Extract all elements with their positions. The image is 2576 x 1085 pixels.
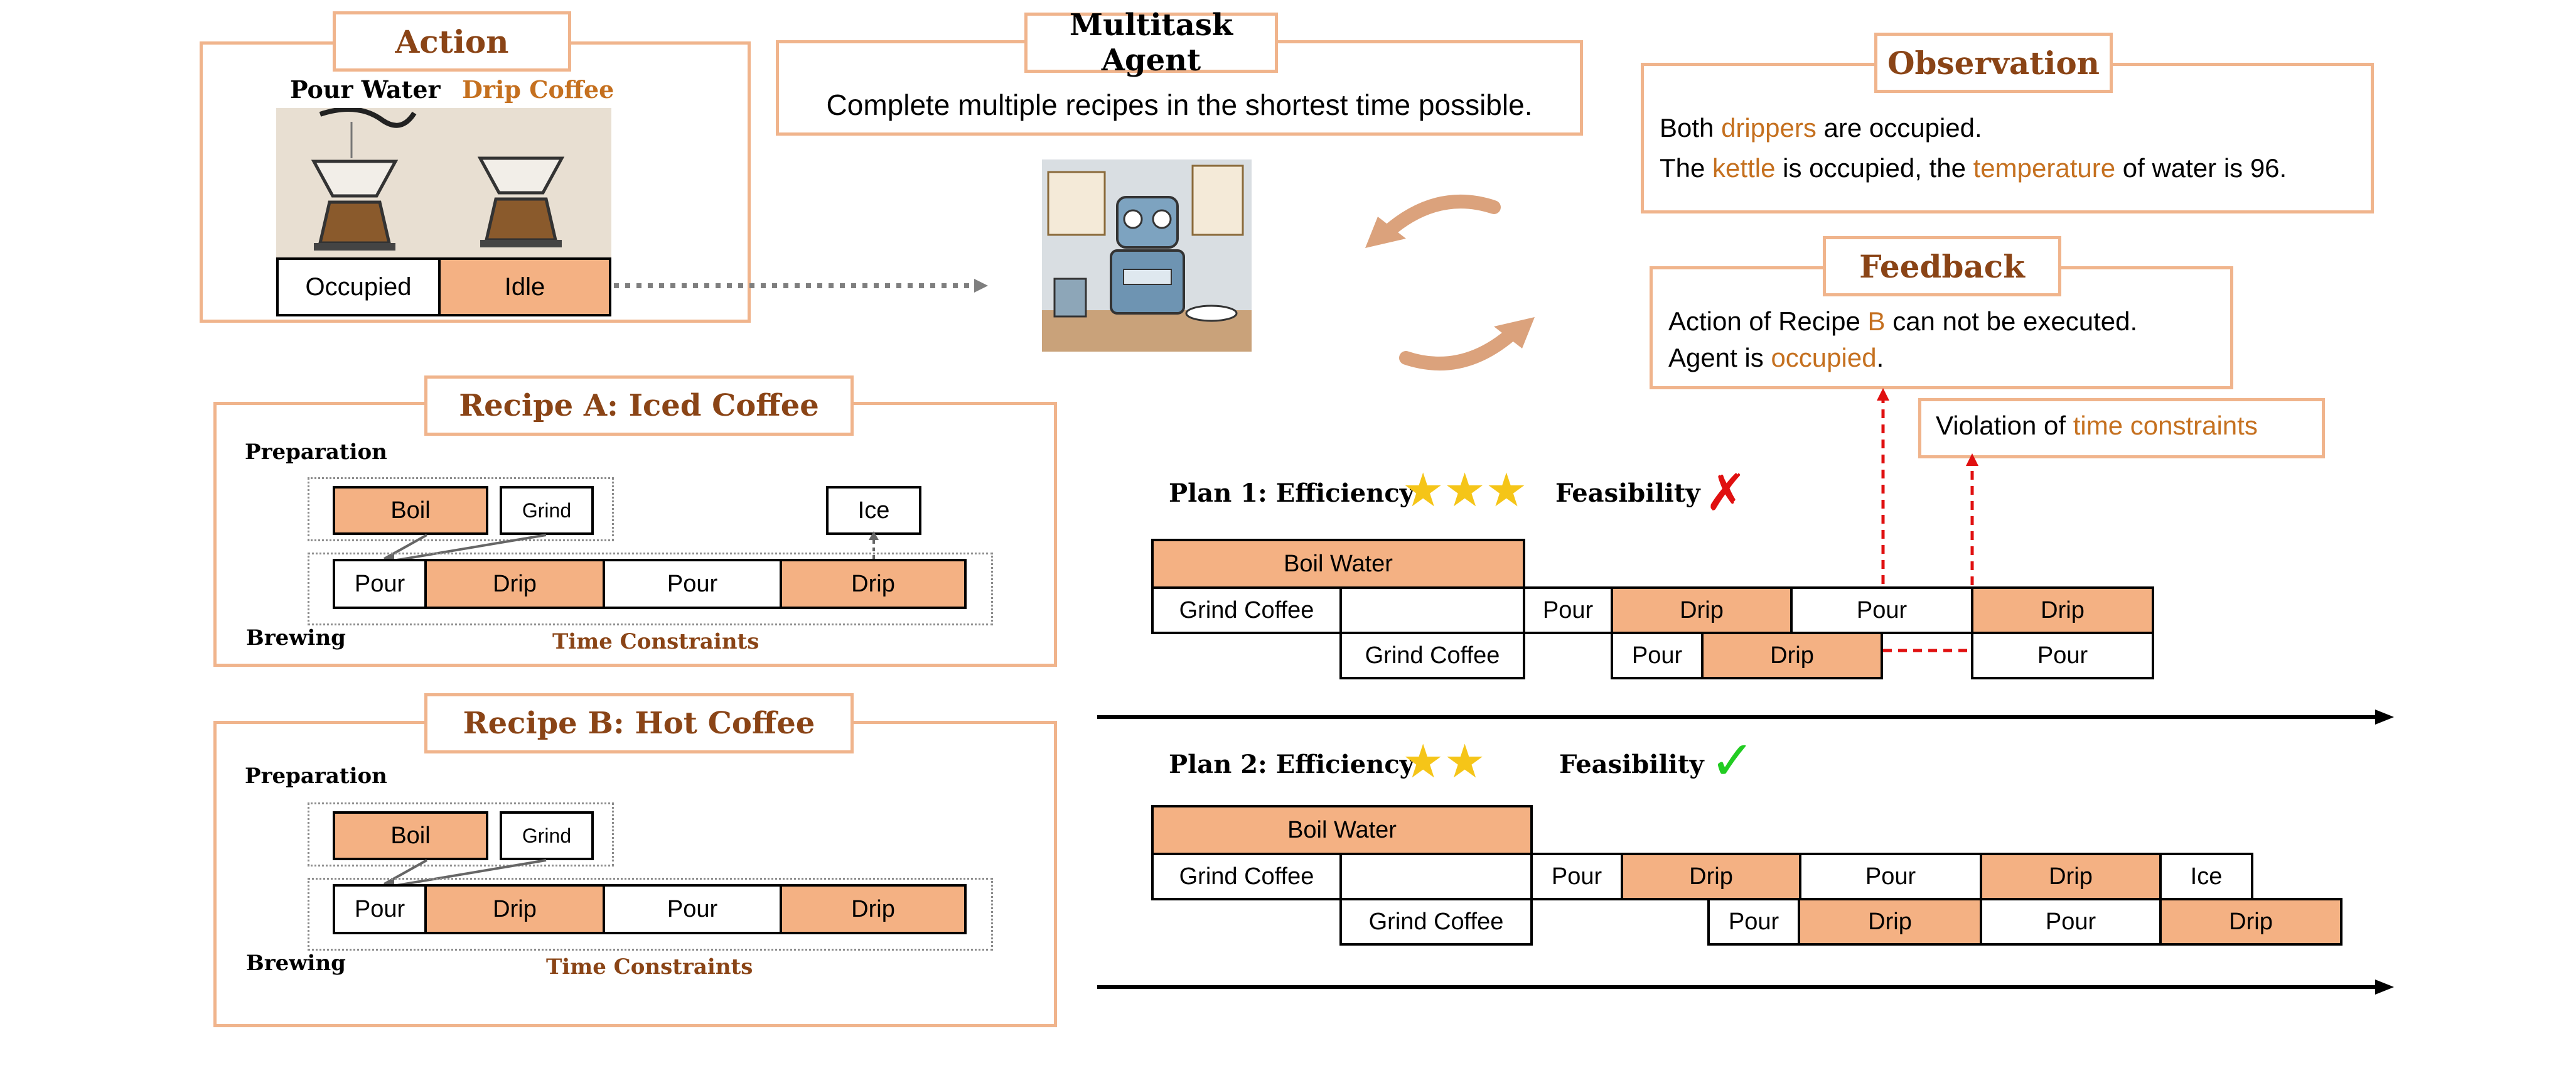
plan1-boil-water: Boil Water <box>1151 539 1525 589</box>
recipe-a-brew-4: Drip <box>780 559 967 609</box>
plan2-feasibility-label: Feasibility <box>1559 750 1704 779</box>
action-title: Action <box>333 11 571 72</box>
recipe-b-preparation-label: Preparation <box>245 764 387 789</box>
plan2-pour-1: Pour <box>1530 853 1623 900</box>
cycle-arrows-icon <box>1365 195 1535 370</box>
plan2-drip-4: Drip <box>2159 898 2343 946</box>
star-icon: ★ <box>1402 735 1444 789</box>
plan2-stars: ★★ <box>1402 738 1486 785</box>
recipe-a-boil: Boil <box>333 486 488 535</box>
plan1-grind-coffee-2: Grind Coffee <box>1339 632 1525 679</box>
plan2-boil-water: Boil Water <box>1151 805 1533 855</box>
action-to-agent-arrow <box>614 279 988 293</box>
plan2-ice: Ice <box>2159 853 2253 900</box>
plan1-drip-1: Drip <box>1611 586 1793 634</box>
plan2-efficiency-label: Plan 2: Efficiency <box>1169 750 1414 779</box>
plan1-pour-3: Pour <box>1611 632 1704 679</box>
plan1-efficiency-label: Plan 1: Efficiency <box>1169 478 1414 508</box>
recipe-a-brew-2: Drip <box>424 559 605 609</box>
feedback-line-2: Agent is occupied. <box>1668 343 1884 372</box>
time-constraints-highlight: time constraints <box>2073 411 2258 440</box>
recipe-b-highlight: B <box>1867 306 1886 336</box>
plan2-drip-2: Drip <box>1980 853 2162 900</box>
occupied-highlight: occupied <box>1771 343 1877 372</box>
star-icon: ★ <box>1444 735 1486 789</box>
robot-illustration <box>1042 159 1252 352</box>
observation-title: Observation <box>1874 33 2113 93</box>
occupied-status: Occupied <box>276 257 441 316</box>
plan1-idle-slot <box>1339 586 1525 634</box>
recipe-a-brew-group <box>308 553 993 625</box>
star-icon: ★ <box>1485 463 1528 517</box>
drip-coffee-label: Drip Coffee <box>462 75 614 104</box>
plan2-idle-slot <box>1339 853 1533 900</box>
recipe-a-time-constraints: Time Constraints <box>552 629 759 654</box>
agent-goal-text: Complete multiple recipes in the shortes… <box>826 89 1533 121</box>
recipe-b-brew-1: Pour <box>333 884 427 934</box>
plan1-fail-icon: ✗ <box>1705 463 1747 522</box>
coffee-illustration <box>276 107 611 259</box>
plan2-drip-1: Drip <box>1621 853 1801 900</box>
star-icon: ★ <box>1402 463 1444 517</box>
recipe-a-title: Recipe A: Iced Coffee <box>424 375 854 436</box>
plan2-pass-icon: ✓ <box>1710 730 1756 792</box>
recipe-b-brew-group <box>308 878 993 951</box>
robot-icon <box>1042 159 1252 352</box>
plan1-drip-2: Drip <box>1971 586 2154 634</box>
recipe-b-panel <box>213 721 1057 1027</box>
recipe-a-preparation-label: Preparation <box>245 440 387 465</box>
plan2-pour-4: Pour <box>1980 898 2162 946</box>
recipe-a-brew-1: Pour <box>333 559 427 609</box>
observation-line-1: Both drippers are occupied. <box>1660 113 1982 143</box>
pour-water-label: Pour Water <box>290 75 441 104</box>
temperature-highlight: temperature <box>1973 153 2116 183</box>
violation-text: Violation of time constraints <box>1936 411 2258 440</box>
recipe-b-boil: Boil <box>333 811 488 860</box>
recipe-b-brew-3: Pour <box>603 884 782 934</box>
recipe-b-prep-group <box>308 802 614 866</box>
plan1-pour-1: Pour <box>1523 586 1613 634</box>
violation-panel <box>1918 398 2325 458</box>
plan2-timeline-arrow <box>1097 980 2394 995</box>
idle-status: Idle <box>438 257 611 316</box>
recipe-b-title: Recipe B: Hot Coffee <box>424 693 854 753</box>
plan1-grind-coffee-1: Grind Coffee <box>1151 586 1342 634</box>
plan2-grind-coffee-2: Grind Coffee <box>1339 898 1533 946</box>
recipe-b-time-constraints: Time Constraints <box>546 954 753 980</box>
plan2-grind-coffee-1: Grind Coffee <box>1151 853 1342 900</box>
plan2-pour-2: Pour <box>1799 853 1982 900</box>
star-icon: ★ <box>1444 463 1486 517</box>
recipe-a-brew-3: Pour <box>603 559 782 609</box>
violation-arrows <box>1877 388 1978 652</box>
observation-line-2: The kettle is occupied, the temperature … <box>1660 153 2287 183</box>
plan1-stars: ★★★ <box>1402 467 1527 514</box>
recipe-a-prep-group <box>308 477 614 541</box>
feedback-title: Feedback <box>1823 236 2061 296</box>
recipe-a-brewing-label: Brewing <box>246 625 346 650</box>
plan1-pour-2: Pour <box>1790 586 1973 634</box>
recipe-b-brewing-label: Brewing <box>246 951 346 976</box>
recipe-b-brew-4: Drip <box>780 884 967 934</box>
recipe-b-brew-2: Drip <box>424 884 605 934</box>
coffee-drippers-icon <box>276 107 611 259</box>
plan1-pour-4: Pour <box>1971 632 2154 679</box>
plan1-drip-3: Drip <box>1701 632 1883 679</box>
plan1-timeline-arrow <box>1097 710 2394 725</box>
feedback-line-1: Action of Recipe B can not be executed. <box>1668 306 2138 336</box>
plan2-pour-3: Pour <box>1707 898 1800 946</box>
recipe-a-grind: Grind <box>500 486 594 535</box>
plan1-feasibility-label: Feasibility <box>1555 478 1700 508</box>
agent-title: Multitask Agent <box>1024 8 1278 78</box>
kettle-highlight: kettle <box>1712 153 1776 183</box>
plan2-drip-3: Drip <box>1798 898 1982 946</box>
recipe-b-grind: Grind <box>500 811 594 860</box>
drippers-highlight: drippers <box>1721 113 1817 143</box>
